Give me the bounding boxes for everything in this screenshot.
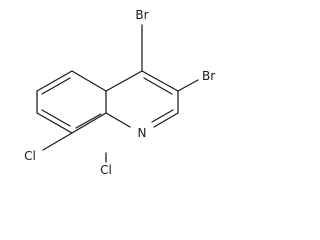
bond-c2-n1-inner bbox=[151, 109, 174, 123]
atom-label-br-3: Br bbox=[202, 69, 215, 83]
bond-c4-c3 bbox=[141, 70, 179, 92]
atom-label-br-4: Br bbox=[135, 8, 148, 22]
bond-c8-c8a bbox=[71, 112, 107, 134]
bond-c7-c8-inner bbox=[41, 109, 71, 127]
bond-n1-c8a bbox=[105, 112, 131, 128]
quinoline-structure-diagram: Br Br Cl Cl N bbox=[24, 8, 215, 177]
bond-c5-c6-inner bbox=[41, 77, 71, 95]
bond-c4a-c5 bbox=[71, 70, 107, 92]
atom-label-cl-8: Cl bbox=[100, 163, 112, 177]
bond-c4a-c4 bbox=[105, 70, 143, 92]
bond-c5-c6 bbox=[36, 70, 73, 92]
bond-c3-br bbox=[177, 79, 199, 92]
bond-c2-n1 bbox=[153, 112, 179, 128]
bond-c8-c8a-inner bbox=[75, 113, 102, 129]
bond-c4-c3-inner bbox=[143, 77, 173, 95]
bond-c7-cl bbox=[42, 132, 73, 151]
atom-label-cl-7: Cl bbox=[24, 149, 36, 163]
atom-label-n-1: N bbox=[138, 126, 147, 140]
bond-c7-c8 bbox=[36, 112, 73, 134]
